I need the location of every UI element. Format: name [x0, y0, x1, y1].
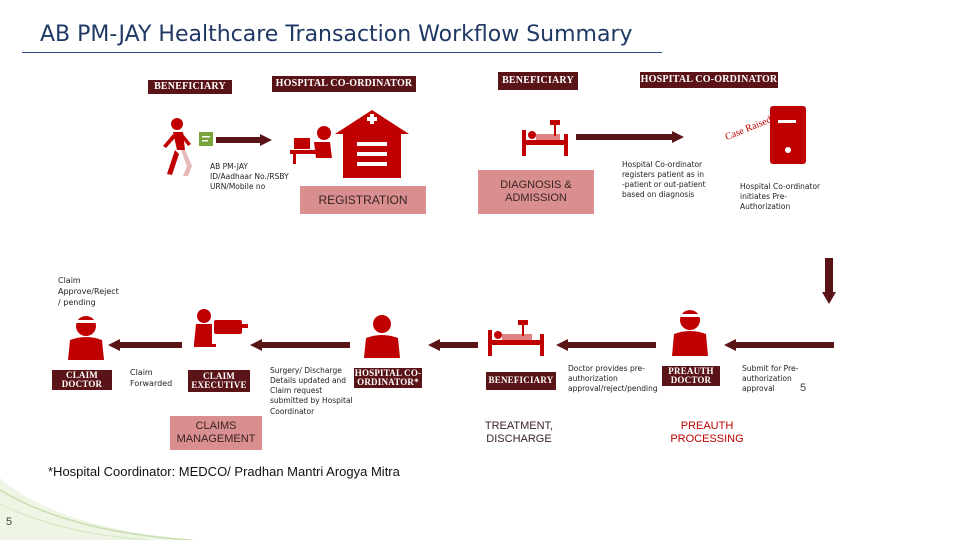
- hospital-coordinator-banner-2: HOSPITAL CO-ORDINATOR: [640, 72, 778, 88]
- flow-arrow-left-5: [724, 339, 834, 351]
- hospital-coordinator-icon: [364, 315, 400, 358]
- claim-executive-icon: [194, 309, 248, 347]
- footnote: *Hospital Coordinator: MEDCO/ Pradhan Ma…: [48, 464, 400, 479]
- hospital-coordinator-banner: HOSPITAL CO-ORDINATOR: [272, 76, 416, 92]
- flow-arrow-right-2: [576, 131, 684, 143]
- surgery-discharge-note: Surgery/ Discharge Details updated and C…: [270, 366, 353, 416]
- id-card-icon: [199, 132, 213, 146]
- beneficiary-id-note: AB PM-JAY ID/Aadhaar No./RSBY URN/Mobile…: [210, 162, 289, 192]
- preauth-processing-box: PREAUTH PROCESSING: [660, 416, 754, 450]
- page-number: 5: [6, 516, 13, 528]
- claims-management-box: CLAIMS MANAGEMENT: [170, 416, 262, 450]
- claim-executive-banner: CLAIM EXECUTIVE: [188, 370, 250, 392]
- coordinator-desk-icon: [290, 126, 332, 164]
- flow-arrow-left-4: [556, 339, 656, 351]
- preauth-doctor-label: PREAUTH DOCTOR: [668, 365, 714, 385]
- claims-management-label: CLAIMS MANAGEMENT: [176, 419, 256, 445]
- claim-doctor-label: CLAIM DOCTOR: [61, 369, 103, 389]
- beneficiary-label-3: BENEFICIARY: [488, 375, 554, 386]
- registration-box: REGISTRATION: [300, 186, 426, 214]
- page-title: AB PM-JAY Healthcare Transaction Workflo…: [40, 22, 633, 47]
- claim-forwarded-note: Claim Forwarded: [130, 368, 173, 388]
- diagnosis-admission-box: DIAGNOSIS & ADMISSION: [478, 170, 594, 214]
- beneficiary-label-2: BENEFICIARY: [502, 74, 574, 86]
- hospital-coordinator-label: HOSPITAL CO-ORDINATOR: [275, 77, 413, 89]
- corner-swoosh-decoration: [0, 478, 200, 540]
- flow-arrow-right: [216, 134, 272, 146]
- patient-bed-icon-2: [488, 320, 544, 356]
- doctor-provides-note: Doctor provides pre-authorization approv…: [568, 364, 658, 394]
- flow-arrow-left: [108, 339, 182, 351]
- patient-bed-icon: [522, 120, 568, 156]
- beneficiary-label: BENEFICIARY: [154, 80, 226, 92]
- preauth-doctor-icon: [672, 310, 708, 356]
- beneficiary-banner-3: BENEFICIARY: [486, 372, 556, 390]
- claim-executive-label: CLAIM EXECUTIVE: [191, 370, 247, 390]
- claim-doctor-icon: [68, 316, 104, 360]
- inline-page-number: 5: [800, 382, 807, 394]
- hospital-coordinator-label-2: HOSPITAL CO-ORDINATOR: [640, 73, 778, 85]
- registers-patient-note: Hospital Co-ordinator registers patient …: [622, 160, 706, 200]
- claim-doctor-banner: CLAIM DOCTOR: [52, 370, 112, 390]
- hospital-coordinator-banner-3: HOSPITAL CO-ORDINATOR*: [354, 368, 422, 388]
- hospital-coordinator-label-3: HOSPITAL CO-ORDINATOR*: [354, 367, 422, 387]
- claim-status-note: Claim Approve/Reject / pending: [58, 276, 119, 307]
- beneficiary-banner-2: BENEFICIARY: [498, 72, 578, 90]
- diagnosis-label: DIAGNOSIS & ADMISSION: [500, 178, 572, 204]
- registration-label: REGISTRATION: [318, 192, 408, 207]
- beneficiary-banner: BENEFICIARY: [148, 80, 232, 94]
- treatment-discharge-box: TREATMENT, DISCHARGE: [474, 416, 564, 450]
- treatment-discharge-label: TREATMENT, DISCHARGE: [484, 419, 554, 445]
- computer-tower-icon: [770, 106, 806, 164]
- title-underline: [22, 52, 662, 53]
- submit-preauth-note: Submit for Pre-authorization approval: [742, 364, 799, 394]
- preauth-initiate-note: Hospital Co-ordinator initiates Pre-Auth…: [740, 182, 821, 212]
- preauth-processing-label: PREAUTH PROCESSING: [670, 419, 744, 445]
- flow-arrow-down: [822, 258, 836, 304]
- flow-arrow-left-3: [428, 339, 478, 351]
- preauth-doctor-banner: PREAUTH DOCTOR: [662, 366, 720, 386]
- hospital-building-icon: [335, 110, 409, 178]
- walking-person-icon: [163, 118, 192, 176]
- flow-arrow-left-2: [250, 339, 350, 351]
